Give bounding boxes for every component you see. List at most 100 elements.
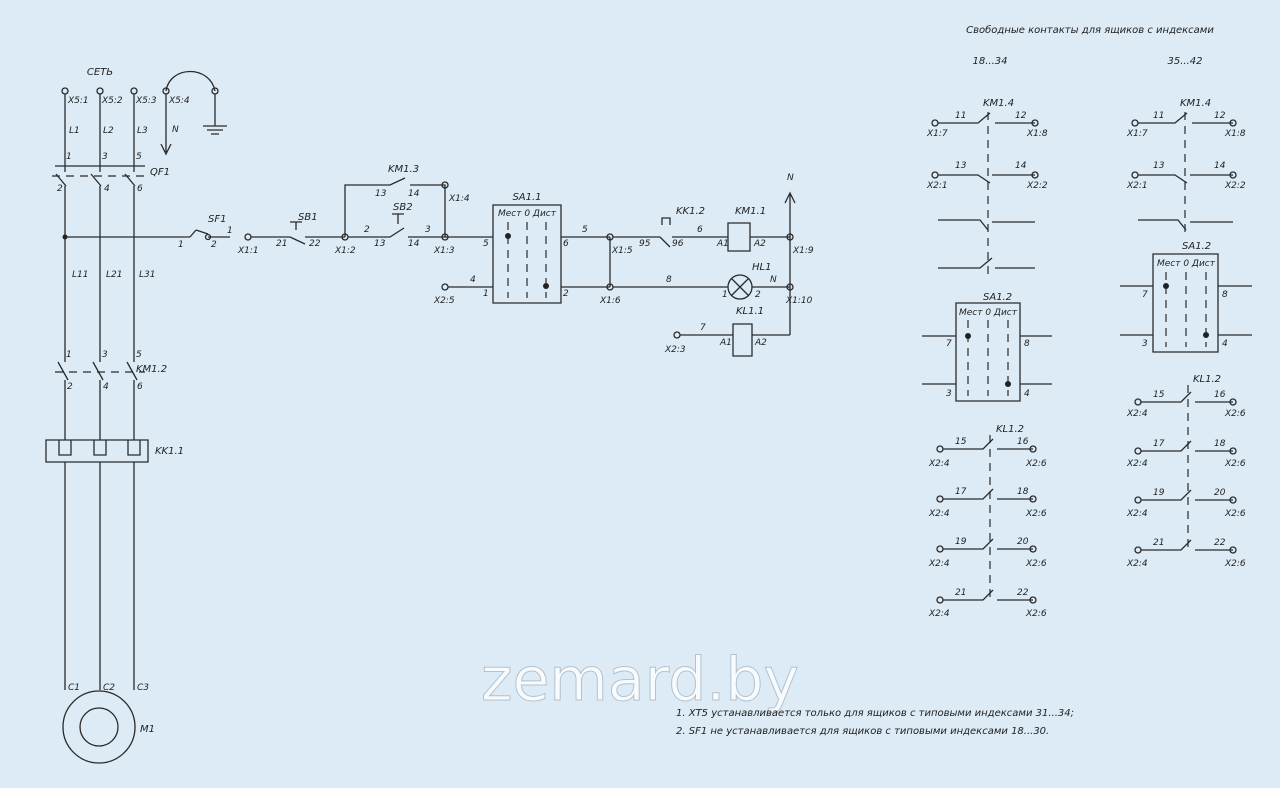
- hl1-out-2: 2: [755, 290, 761, 300]
- aux-right-kl-row-2-a: 19: [1153, 488, 1165, 498]
- km12-num-3: 3: [102, 350, 108, 360]
- aux-left-sa12-contact-b-icon: [1005, 381, 1011, 387]
- terminal-x5-1: [61, 87, 69, 95]
- terminal-x1-1: [244, 233, 252, 241]
- aux-left-spare-b: [938, 257, 1035, 269]
- aux-left-km14-label: KM1.4: [983, 98, 1014, 109]
- aux-right-km-no-contact: [1138, 174, 1233, 184]
- wire-1b: 1: [227, 226, 233, 236]
- aux-right-kl-row-0-a: 15: [1153, 390, 1165, 400]
- aux-left-kl-row-3-contact: [943, 589, 1033, 601]
- aux-right-kl-row-2-left-terminal: [1134, 496, 1142, 504]
- sa11-positions: Мест 0 Дист: [498, 209, 557, 219]
- aux-right-x1-7: X1:7: [1126, 129, 1148, 139]
- aux-right-kl-row-3-a: 21: [1153, 538, 1164, 548]
- phase-l3: L3: [137, 126, 148, 136]
- aux-left-kl-row-3-l: X2:4: [928, 609, 950, 619]
- aux-left-km-13: 13: [955, 161, 967, 171]
- aux-contacts-left: KM1.4 11 12 X1:7 X1:8 13 14 X2:1 X2:2 SA…: [922, 98, 1052, 619]
- header-title: Свободные контакты для ящиков с индексам…: [966, 24, 1214, 36]
- motor-c3: C3: [137, 683, 149, 693]
- aux-left-sa12-contact-a-icon: [965, 333, 971, 339]
- aux-left-kl-row-1-r: X2:6: [1025, 509, 1047, 519]
- aux-left-kl-row-3-right-terminal: [1029, 596, 1037, 604]
- wire-7-label: 7: [700, 323, 706, 333]
- km12-num-1: 1: [66, 350, 72, 360]
- kl11-coil: [732, 323, 753, 357]
- aux-right-sa-8: 8: [1222, 290, 1228, 300]
- n-label-lamp: N: [770, 275, 777, 285]
- aux-left-kl-row-1-contact: [943, 488, 1033, 500]
- aux-right-sa-7: 7: [1142, 290, 1148, 300]
- aux-left-kl-row-0-a: 15: [955, 437, 967, 447]
- aux-left-kl-row-1-l: X2:4: [928, 509, 950, 519]
- aux-right-kl-row-1-contact: [1141, 440, 1233, 452]
- ground-arc: [165, 70, 216, 92]
- kl11-a2: A2: [754, 338, 767, 348]
- sb1-pushbutton-icon: [290, 221, 302, 230]
- terminal-x5-2: [96, 87, 104, 95]
- aux-right-kl-row-0-contact: [1141, 391, 1233, 403]
- aux-right-sa12-contact-a-icon: [1163, 283, 1169, 289]
- kk11-heaters: [58, 440, 141, 456]
- terminal-x1-4: [441, 181, 449, 189]
- aux-right-kl-row-1-r: X2:6: [1224, 459, 1246, 469]
- km11-coil: [727, 222, 751, 252]
- aux-left-kl-row-0-l: X2:4: [928, 459, 950, 469]
- neutral-label: N: [172, 125, 179, 135]
- kk12-label: KK1.2: [676, 206, 705, 217]
- kl11-label: KL1.1: [736, 306, 764, 317]
- sa11-in-5: 5: [483, 239, 489, 249]
- wire-13a: 13: [375, 189, 387, 199]
- aux-right-kl-row-2-l: X2:4: [1126, 509, 1148, 519]
- wire-8-label: 8: [666, 275, 672, 285]
- aux-right-kl-row-2-r: X2:6: [1224, 509, 1246, 519]
- wire-4-label: 4: [470, 275, 476, 285]
- aux-left-kl-row-0-b: 16: [1017, 437, 1029, 447]
- aux-right-kl-row-0-left-terminal: [1134, 398, 1142, 406]
- aux-left-x1-7: X1:7: [926, 129, 948, 139]
- aux-left-kl-row-1-right-terminal: [1029, 495, 1037, 503]
- aux-right-kl-row-0-l: X2:4: [1126, 409, 1148, 419]
- aux-left-km-11: 11: [955, 111, 966, 121]
- aux-left-kl-row-0: 15 16 X2:4 X2:6: [928, 437, 1047, 469]
- kk11-label: KK1.1: [155, 446, 184, 457]
- aux-right-kl-row-1-right-terminal: [1229, 447, 1237, 455]
- watermark-logo: zemard.by: [481, 645, 799, 715]
- terminal-label-x1-5: X1:5: [611, 246, 633, 256]
- n-bus-arrow-icon: [784, 191, 796, 335]
- aux-left-kl-row-0-left-terminal: [936, 445, 944, 453]
- motor-c1: C1: [68, 683, 80, 693]
- hl1-label: HL1: [752, 262, 771, 273]
- aux-left-kl12-label: KL1.2: [996, 424, 1024, 435]
- aux-right-spare-a: [1138, 219, 1233, 231]
- aux-left-kl-row-2-contact: [943, 538, 1033, 550]
- terminal-x5-3: [130, 87, 138, 95]
- aux-right-kl-row-3-r: X2:6: [1224, 559, 1246, 569]
- aux-left-kl-row-2: 19 20 X2:4 X2:6: [928, 537, 1047, 569]
- aux-left-kl-row-3-b: 22: [1017, 588, 1029, 598]
- wire-14a: 14: [408, 189, 420, 199]
- aux-right-kl12-label: KL1.2: [1193, 374, 1221, 385]
- aux-left-km-12: 12: [1015, 111, 1027, 121]
- aux-left-x2-1: X2:1: [926, 181, 948, 191]
- sf1-label: SF1: [208, 214, 226, 225]
- aux-right-kl-row-1-l: X2:4: [1126, 459, 1148, 469]
- aux-right-kl-row-3-l: X2:4: [1126, 559, 1148, 569]
- km12-label: KM1.2: [136, 364, 167, 375]
- aux-right-x2-2: X2:2: [1224, 181, 1246, 191]
- sa11-label: SA1.1: [512, 192, 541, 203]
- terminal-label-x1-10: X1:10: [785, 296, 813, 306]
- aux-right-x2-1: X2:1: [1126, 181, 1148, 191]
- sf1-contact: [189, 229, 230, 238]
- aux-right-kl-row-0-r: X2:6: [1224, 409, 1246, 419]
- sa11-out-6: 6: [563, 239, 569, 249]
- wire-95: 95: [639, 239, 651, 249]
- aux-left-sa12-label: SA1.2: [983, 292, 1012, 303]
- sb1-label: SB1: [298, 212, 318, 223]
- kk12-thermal-icon: [661, 217, 671, 225]
- terminal-label-x5-1: X5:1: [67, 96, 89, 106]
- terminal-x1-9: [786, 233, 794, 241]
